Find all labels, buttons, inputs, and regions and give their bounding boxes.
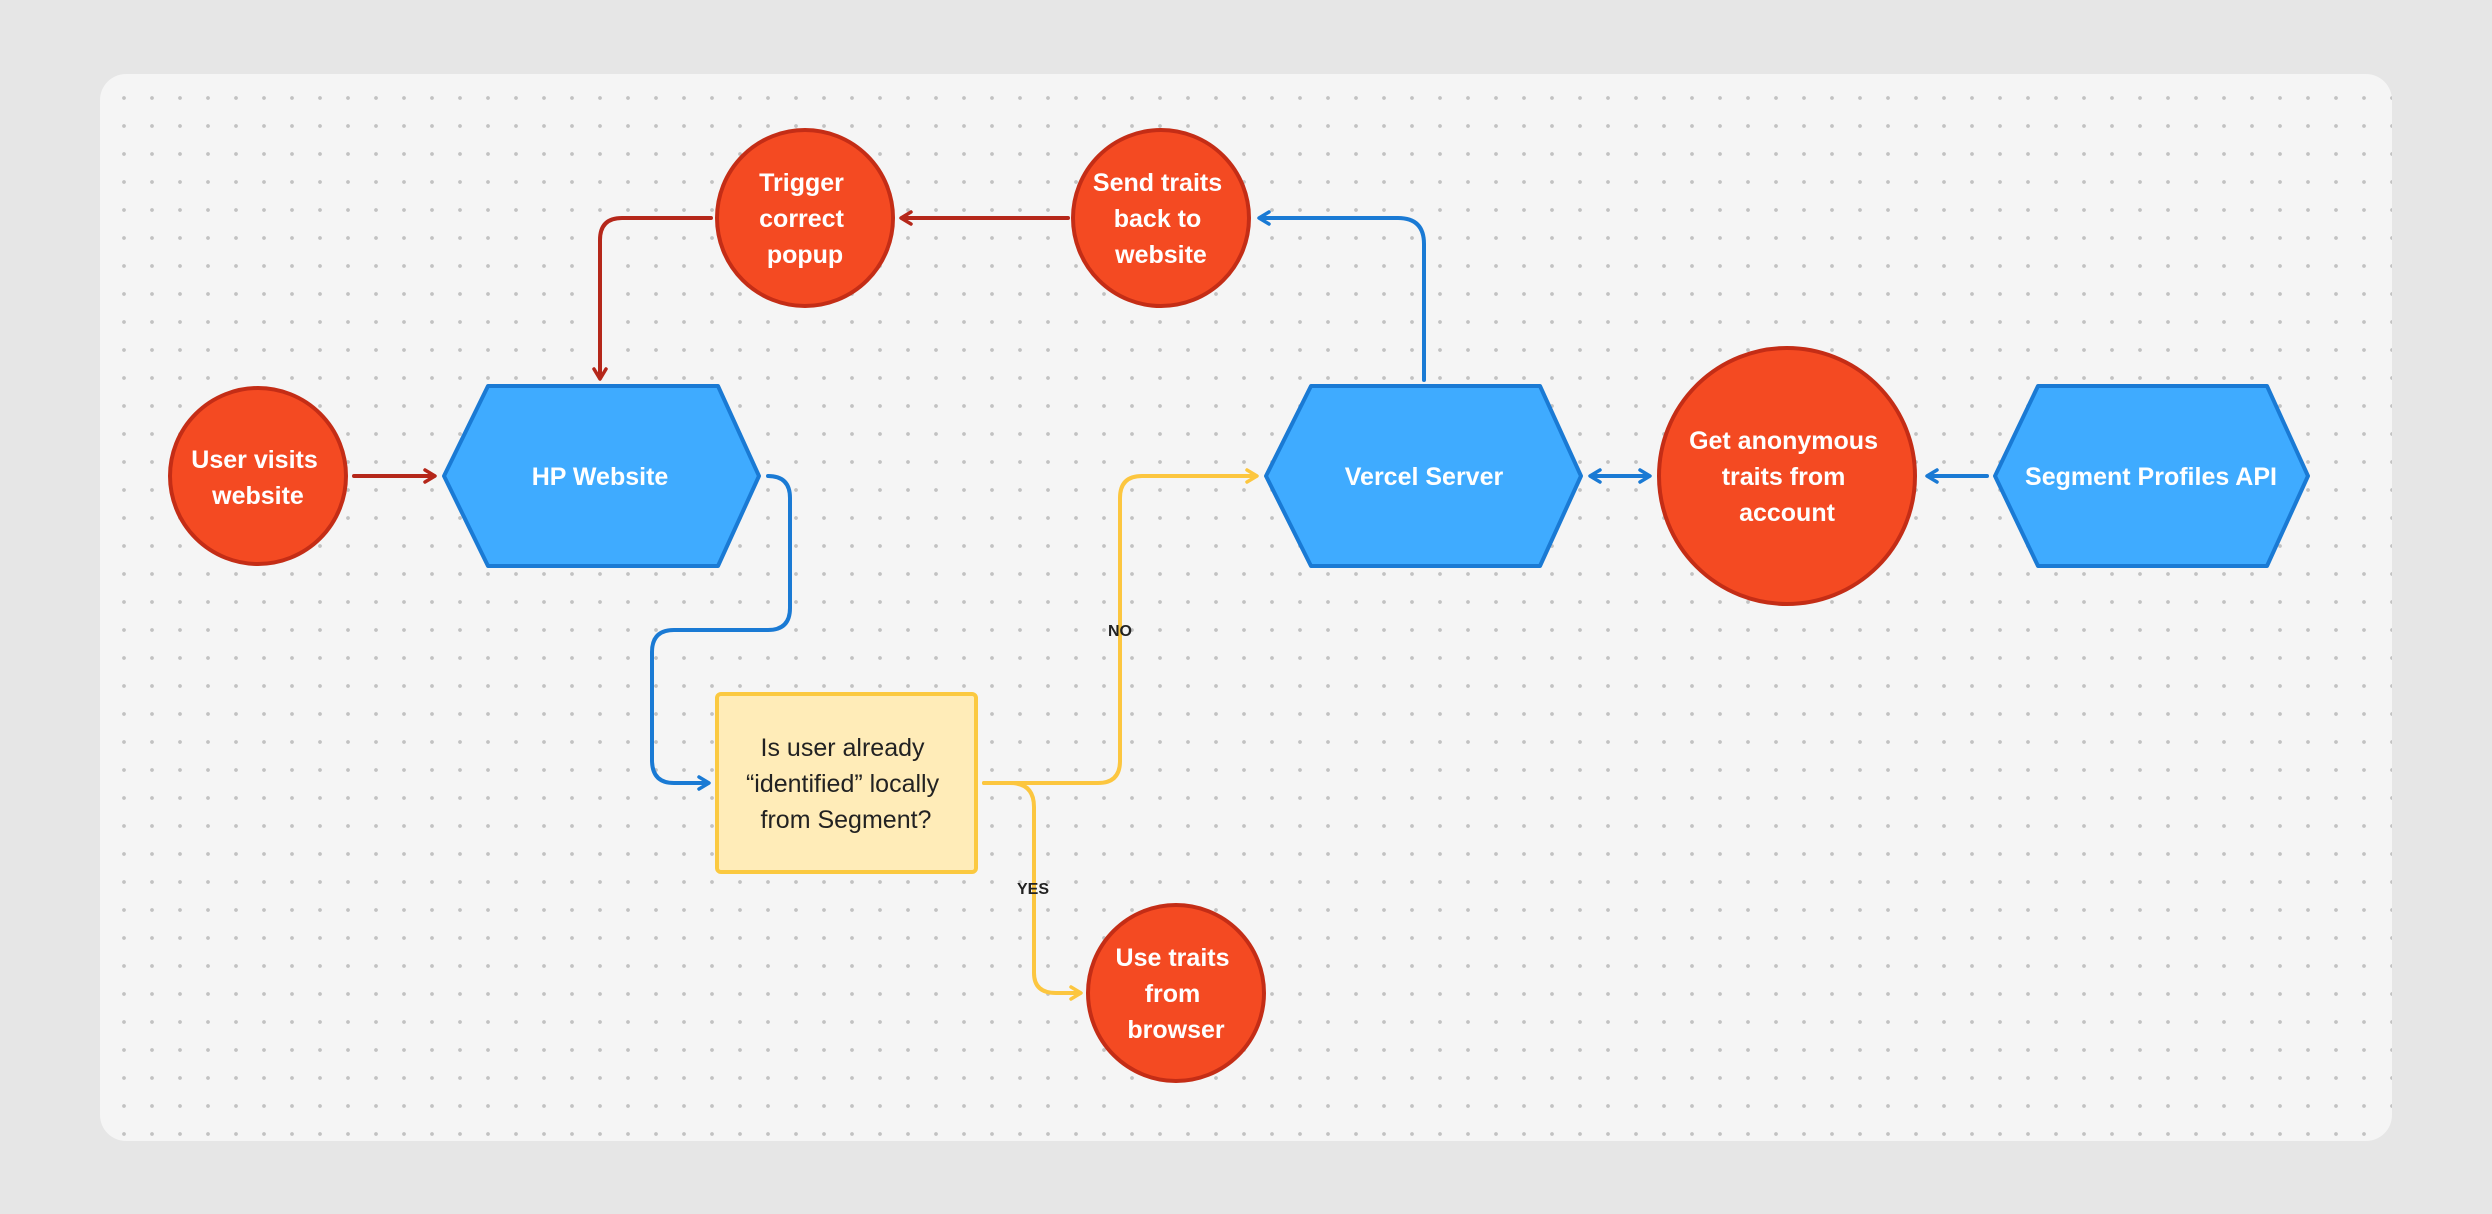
node-trigger-popup-line-2: correct [759,205,844,233]
edge-decision-to-vercel [982,468,1259,785]
node-trigger-popup-line-3: popup [767,241,843,269]
node-get-anonymous-label: Get anonymous traits from account [1689,427,1885,527]
edge-vercel-to-send [1257,210,1426,382]
node-get-anonymous-line-2: traits from [1722,463,1846,491]
node-hp-website-label: HP Website [532,463,669,491]
node-trigger-popup: Trigger correct popup [715,128,895,308]
edge-trigger-to-hp [592,216,713,381]
node-send-traits: Send traits back to website [1071,128,1251,308]
node-use-traits-line-3: browser [1127,1016,1225,1044]
node-vercel-server-label: Vercel Server [1345,463,1504,491]
node-decision-label: Is user already “identified” locally fro… [746,734,946,834]
node-user-visits-line-2: website [211,482,304,510]
node-segment-api: Segment Profiles API [1993,384,2310,568]
edge-decision-to-use-traits [982,781,1083,1001]
node-get-anonymous: Get anonymous traits from account [1657,346,1917,606]
node-send-traits-label: Send traits back to website [1093,169,1229,269]
node-decision-line-3: from Segment? [761,806,932,834]
node-trigger-popup-label: Trigger correct popup [759,169,851,269]
node-decision-line-2: “identified” locally [746,770,940,798]
edge-label-yes: YES [1017,881,1049,898]
node-send-traits-line-3: website [1114,241,1207,269]
node-vercel-server: Vercel Server [1264,384,1583,568]
node-segment-api-label: Segment Profiles API [2025,463,2277,491]
node-decision: Is user already “identified” locally fro… [715,692,978,874]
node-use-traits: Use traits from browser [1086,903,1266,1083]
node-use-traits-label: Use traits from browser [1116,944,1237,1044]
node-trigger-popup-line-1: Trigger [759,169,844,197]
diagram-canvas [100,74,2392,1141]
node-user-visits-line-1: User visits [191,446,317,474]
node-user-visits-label: User visits website [191,446,324,510]
node-send-traits-line-1: Send traits [1093,169,1222,197]
node-use-traits-line-2: from [1145,980,1201,1008]
node-get-anonymous-line-1: Get anonymous [1689,427,1878,455]
edge-label-no: NO [1108,623,1132,640]
node-hp-website: HP Website [442,384,761,568]
node-get-anonymous-line-3: account [1739,499,1836,527]
node-use-traits-line-1: Use traits [1116,944,1230,972]
node-send-traits-line-2: back to [1114,205,1202,233]
edge-hp-to-decision [650,474,792,791]
node-user-visits: User visits website [168,386,348,566]
node-decision-line-1: Is user already [761,734,925,762]
